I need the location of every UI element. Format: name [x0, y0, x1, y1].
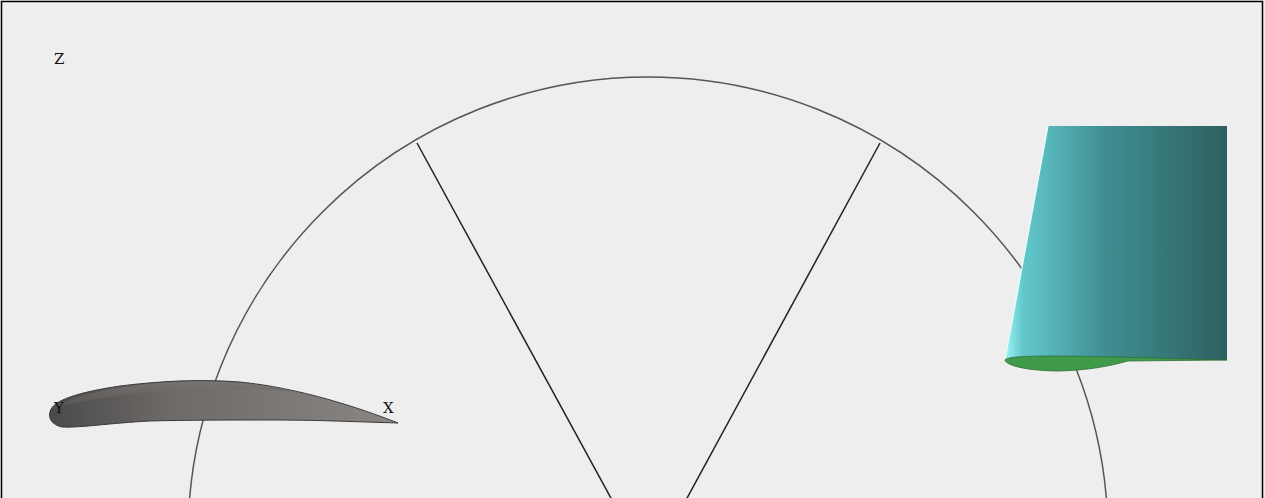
- rotor-circle: [188, 77, 1108, 498]
- radial-line: [686, 143, 880, 498]
- airfoil-shading: [52, 382, 300, 408]
- blade-root-section: [1005, 356, 1227, 371]
- axis-label: Z: [54, 52, 64, 67]
- blade-edge: [1005, 126, 1048, 360]
- axis-label: X: [383, 401, 394, 416]
- airfoil-section: [50, 381, 399, 428]
- blade-surface: [1005, 126, 1227, 360]
- radial-line: [417, 143, 612, 498]
- axis-label: Y: [54, 401, 64, 416]
